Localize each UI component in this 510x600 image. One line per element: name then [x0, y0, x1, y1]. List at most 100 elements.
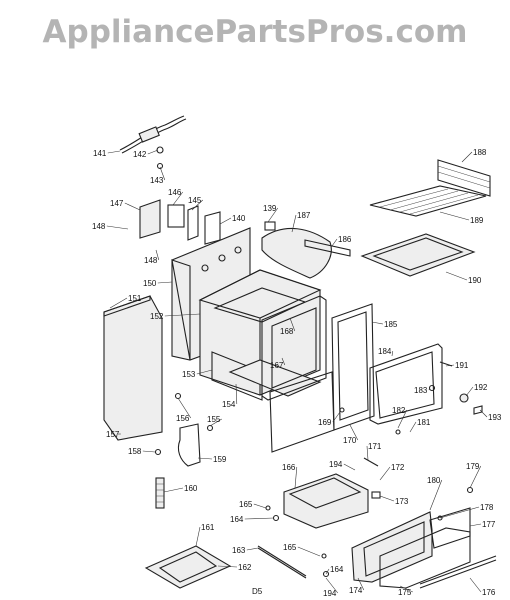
part-158-screw	[154, 448, 162, 456]
leader-line	[445, 271, 468, 281]
leader-line	[397, 409, 408, 429]
callout-label-178: 178	[480, 503, 494, 512]
part-142-screw	[156, 146, 164, 154]
callout-label-174: 174	[349, 586, 363, 595]
leader-line	[172, 191, 184, 206]
leader-line	[281, 357, 286, 366]
part-139-clip	[264, 221, 276, 231]
leader-line	[379, 466, 391, 481]
callout-label-142: 142	[133, 150, 147, 159]
leader-line	[439, 506, 480, 519]
callout-label-165: 165	[239, 500, 253, 509]
callout-label-140: 140	[232, 214, 246, 223]
part-151-157-side-panel	[103, 295, 163, 441]
leader-line	[332, 411, 341, 423]
leader-line	[219, 217, 232, 225]
callout-label-157: 157	[106, 430, 120, 439]
part-177-panel	[429, 507, 471, 549]
callout-label-139: 139	[263, 204, 277, 213]
leader-line	[469, 577, 482, 593]
leader-line	[331, 238, 338, 247]
leader-line	[106, 225, 129, 230]
leader-line	[163, 487, 184, 493]
leader-line	[428, 388, 431, 391]
part-166-drawer	[283, 473, 369, 529]
callout-label-167: 167	[270, 361, 284, 370]
watermark: AppliancePartsPros.com	[42, 14, 468, 50]
leader-line	[107, 150, 121, 154]
leader-line	[124, 202, 141, 211]
callout-label-155: 155	[207, 415, 221, 424]
callout-label-194: 194	[329, 460, 343, 469]
leader-line	[343, 463, 356, 471]
callout-label-187: 187	[297, 211, 311, 220]
callout-label-148: 148	[144, 256, 158, 265]
part-178-179-screws	[437, 486, 474, 521]
part-156-screw	[174, 392, 182, 400]
part-168-167-side-panel	[261, 295, 327, 401]
callout-label-169: 169	[318, 418, 332, 427]
leader-line	[297, 546, 321, 557]
leader-line	[429, 479, 443, 511]
leader-line	[371, 321, 384, 325]
leader-line	[196, 369, 213, 375]
leader-line	[409, 421, 417, 433]
part-188-189-rack	[369, 159, 491, 217]
leader-line	[357, 577, 365, 591]
leader-line	[157, 281, 173, 284]
callout-label-186: 186	[338, 235, 352, 244]
callout-label-161: 161	[201, 523, 215, 532]
callout-label-145: 145	[188, 196, 202, 205]
part-163-rod	[257, 545, 307, 579]
leader-line	[109, 297, 128, 309]
callout-label-152: 152	[150, 312, 164, 321]
callout-label-158: 158	[128, 447, 142, 456]
callout-label-184: 184	[378, 347, 392, 356]
callout-label-182: 182	[392, 406, 406, 415]
part-155-screw	[206, 424, 214, 432]
leader-line	[325, 577, 339, 594]
part-145-bracket	[187, 205, 199, 241]
part-147-bracket	[139, 199, 161, 239]
leader-line	[177, 397, 192, 419]
leader-line	[469, 465, 482, 489]
leader-line	[197, 457, 213, 460]
callout-label-189: 189	[470, 216, 484, 225]
callout-label-147: 147	[110, 199, 124, 208]
leader-line	[399, 585, 413, 593]
callout-label-146: 146	[168, 188, 182, 197]
callout-label-159: 159	[213, 455, 227, 464]
leader-line	[142, 450, 156, 453]
leader-line	[159, 166, 166, 181]
callout-label-163: 163	[232, 546, 246, 555]
callout-label-143: 143	[150, 176, 164, 185]
leader-line	[366, 445, 369, 461]
leader-line	[349, 424, 359, 441]
part-160-spring	[155, 477, 165, 509]
leader-line	[155, 249, 160, 261]
part-187-top-panel	[261, 227, 332, 279]
callout-label-151: 151	[128, 294, 142, 303]
callout-label-166: 166	[282, 463, 296, 472]
part-154-base	[228, 359, 322, 397]
part-165-164-screws	[265, 505, 330, 578]
page-code: D5	[252, 587, 263, 596]
callout-label-183: 183	[414, 386, 428, 395]
leader-line	[217, 565, 238, 568]
leader-line	[465, 386, 474, 397]
leader-line	[461, 151, 473, 163]
callout-label-192: 192	[474, 383, 488, 392]
part-159-hinge	[177, 423, 201, 467]
part-173-clip	[371, 491, 381, 499]
part-175-glass	[379, 527, 471, 589]
callout-label-164: 164	[330, 565, 344, 574]
callout-label-188: 188	[473, 148, 487, 157]
callout-label-160: 160	[184, 484, 198, 493]
part-193-screw	[473, 405, 483, 415]
part-141-harness	[119, 115, 187, 154]
part-171-spring	[363, 457, 379, 467]
callout-label-173: 173	[395, 497, 409, 506]
part-176-trim	[419, 555, 497, 589]
part-169-170-screws	[339, 407, 401, 435]
